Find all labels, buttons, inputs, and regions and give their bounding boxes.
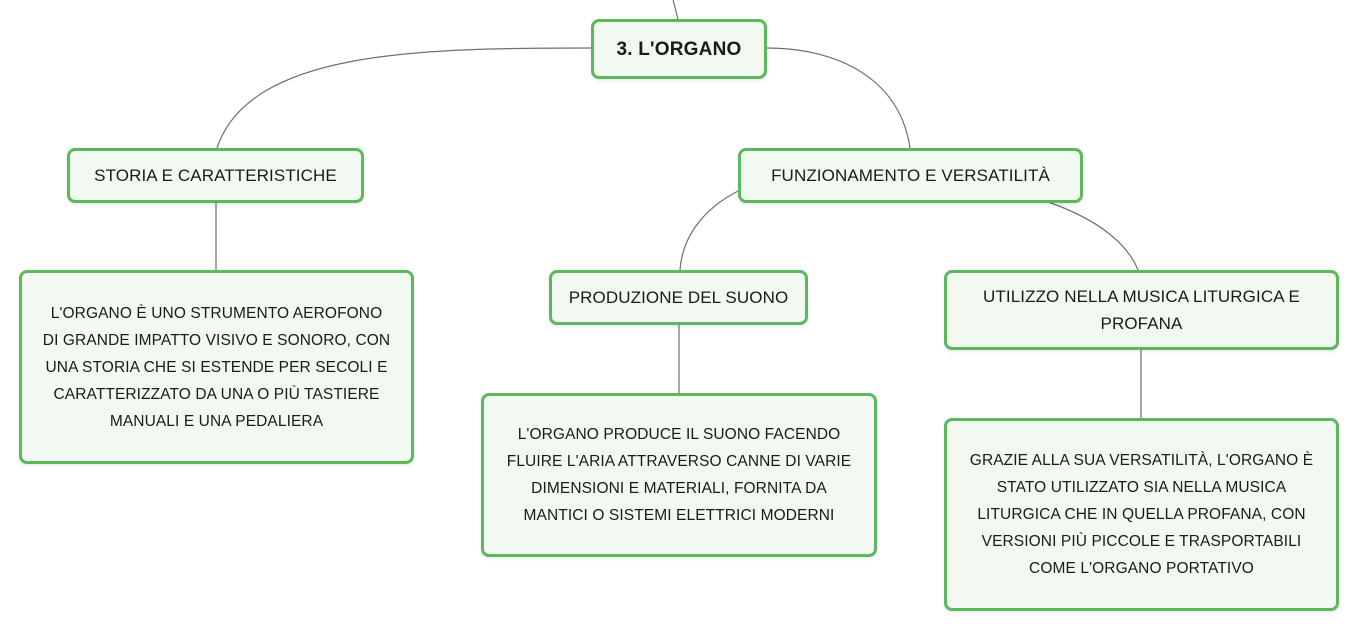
topic-node-funzionamento-label: FUNZIONAMENTO E VERSATILITÀ (771, 166, 1050, 185)
subtopic-node-utilizzo-label: UTILIZZO NELLA MUSICA LITURGICA E PROFAN… (983, 287, 1300, 333)
topic-node-storia-label: STORIA E CARATTERISTICHE (94, 166, 337, 185)
detail-node-storia[interactable]: L'ORGANO È UNO STRUMENTO AEROFONO DI GRA… (19, 270, 414, 464)
connector-funzionamento-to-produzione (679, 189, 741, 271)
detail-node-produzione-text: L'ORGANO PRODUCE IL SUONO FACENDO FLUIRE… (506, 426, 852, 524)
root-node-label: 3. L'ORGANO (616, 38, 742, 60)
topic-node-funzionamento[interactable]: FUNZIONAMENTO E VERSATILITÀ (738, 148, 1083, 203)
subtopic-node-utilizzo[interactable]: UTILIZZO NELLA MUSICA LITURGICA E PROFAN… (944, 270, 1339, 350)
subtopic-node-produzione-label: PRODUZIONE DEL SUONO (568, 288, 789, 307)
connector-root-to-funzionamento (765, 47, 911, 149)
detail-node-storia-text: L'ORGANO È UNO STRUMENTO AEROFONO DI GRA… (42, 304, 391, 430)
connector-incoming-root (672, 0, 679, 21)
topic-node-storia[interactable]: STORIA E CARATTERISTICHE (67, 148, 364, 203)
detail-node-utilizzo[interactable]: GRAZIE ALLA SUA VERSATILITÀ, L'ORGANO È … (944, 418, 1339, 611)
detail-node-produzione[interactable]: L'ORGANO PRODUCE IL SUONO FACENDO FLUIRE… (481, 393, 877, 557)
subtopic-node-produzione[interactable]: PRODUZIONE DEL SUONO (549, 270, 808, 325)
connector-root-to-storia (216, 47, 594, 149)
detail-node-utilizzo-text: GRAZIE ALLA SUA VERSATILITÀ, L'ORGANO È … (969, 452, 1314, 577)
connector-funzionamento-to-utilizzo (1047, 201, 1139, 271)
root-node[interactable]: 3. L'ORGANO (591, 19, 767, 79)
